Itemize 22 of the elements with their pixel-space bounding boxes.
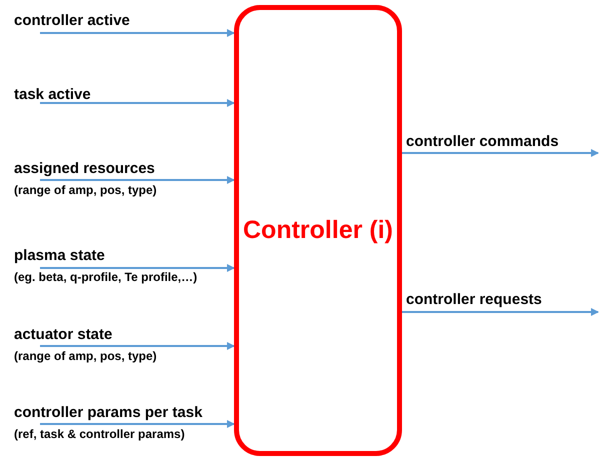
arrow [40,342,235,350]
arrow [40,264,235,272]
input-label: task active [14,86,91,103]
input-note: (range of amp, pos, type) [14,349,157,364]
arrow [402,149,599,157]
box-title: Controller (i) [243,214,393,246]
arrow [402,308,599,316]
arrow [40,99,235,107]
input-label: assigned resources [14,160,155,177]
edge-label: controller requests [406,291,542,309]
input-label: controller params per task [14,404,202,421]
controller-box [234,5,402,456]
input-note: (range of amp, pos, type) [14,183,157,198]
input-note: (eg. beta, q-profile, Te profile,…) [14,270,198,285]
input-label: actuator state [14,326,112,343]
input-label: controller active [14,12,130,29]
arrow [40,176,235,184]
input-label: plasma state [14,247,105,264]
input-note: (ref, task & controller params) [14,427,185,442]
edge-label: controller commands [406,133,559,151]
arrow [40,420,235,428]
arrow [40,29,235,37]
